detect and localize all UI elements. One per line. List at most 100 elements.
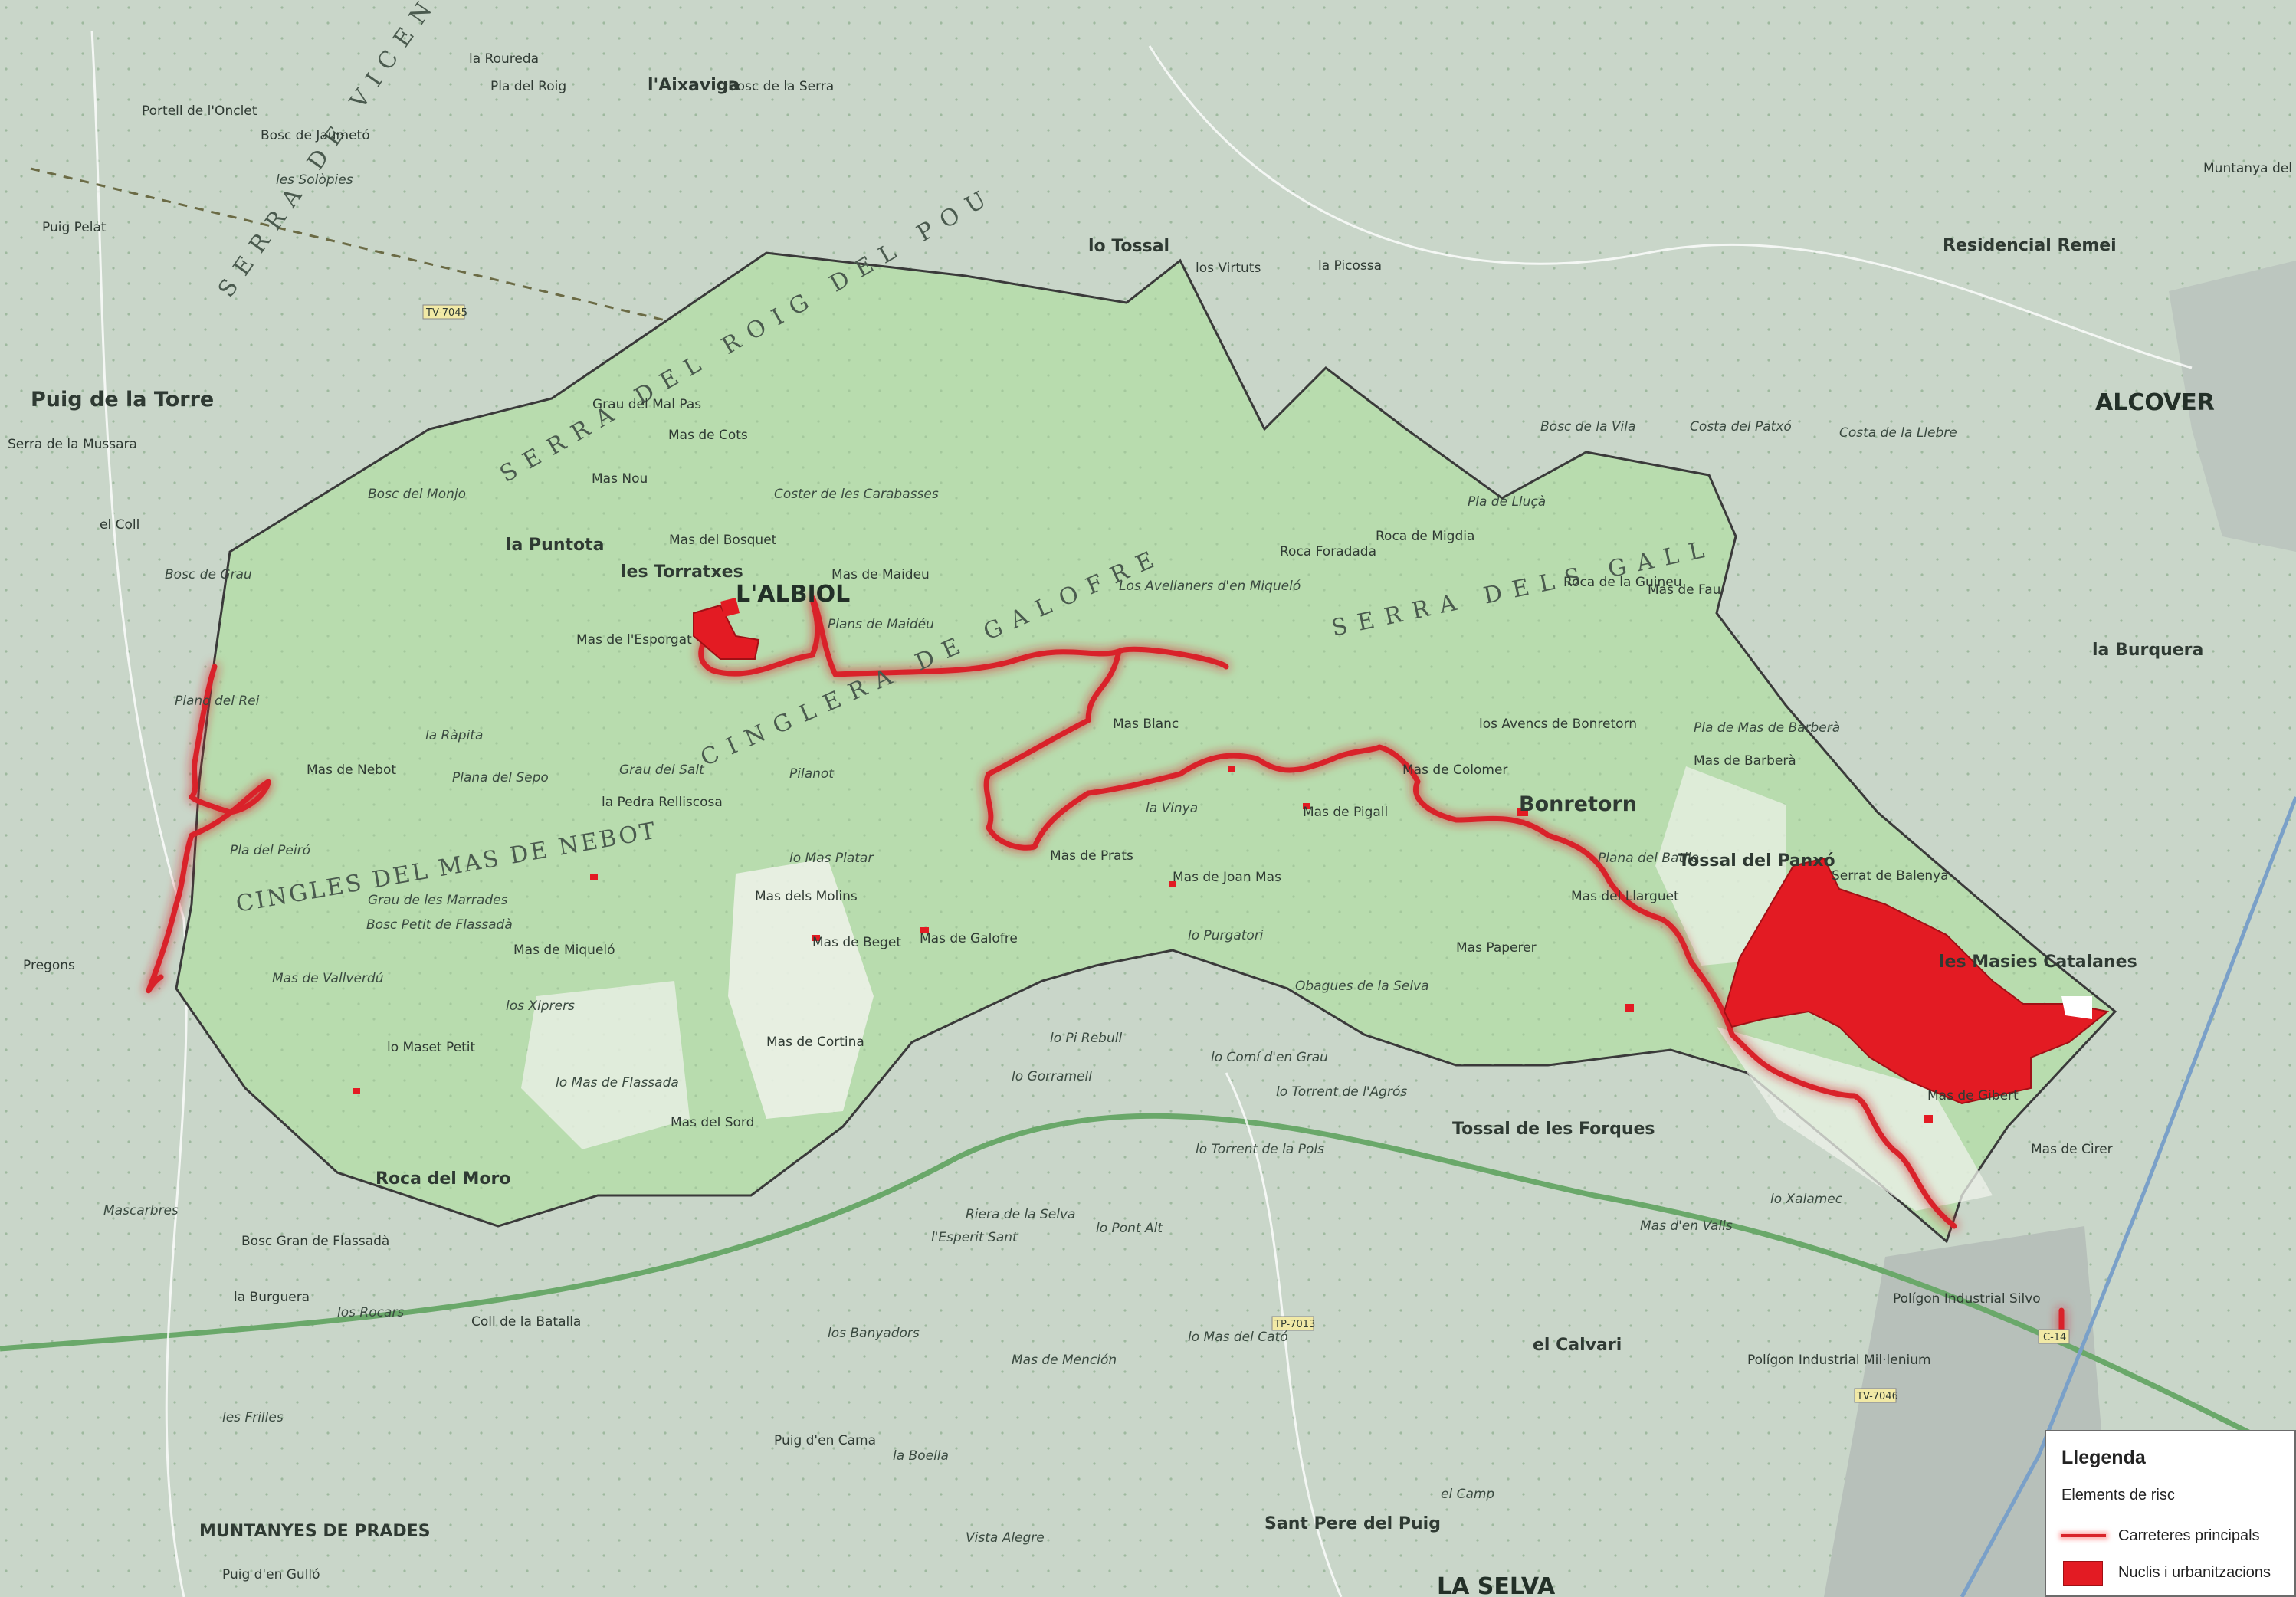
place-label-muntanyes-prades: MUNTANYES DE PRADES (199, 1522, 431, 1541)
place-label-puig-cama: Puig d'en Cama (774, 1433, 876, 1448)
place-label-pla-llucà: Pla de Lluçà (1468, 494, 1546, 510)
place-label-mas-nebot: Mas de Nebot (307, 762, 396, 778)
place-label-la-rapita: la Ràpita (425, 728, 483, 743)
place-label-bosc-grau: Bosc de Grau (165, 567, 252, 582)
place-label-pilanot: Pilanot (789, 766, 835, 782)
place-label-mas-cortina: Mas de Cortina (766, 1035, 864, 1050)
place-label-la-picossa: la Picossa (1318, 258, 1382, 274)
place-label-purgatori: lo Purgatori (1188, 928, 1264, 943)
urban-area-industrial (1824, 1226, 2115, 1597)
place-label-les-solopies: les Solòpies (276, 172, 353, 188)
place-label-mas-sord: Mas del Sord (671, 1115, 754, 1130)
town-label-bonretorn: Bonretorn (1519, 792, 1637, 816)
town-label-albiol: L'ALBIOL (736, 581, 850, 608)
place-label-el-camp: el Camp (1441, 1487, 1494, 1502)
road-shield (422, 304, 465, 320)
place-label-mas-bosquet: Mas del Bosquet (669, 533, 777, 548)
place-label-mas-llarguet: Mas del Llarguet (1571, 889, 1679, 904)
town-label-alcover: ALCOVER (2095, 389, 2215, 416)
small-nucleus (1625, 1004, 1634, 1012)
minor-road (90, 30, 188, 1597)
place-label-mas-galofre: Mas de Galofre (920, 931, 1018, 946)
place-label-xalamec: lo Xalamec (1770, 1192, 1843, 1207)
open-ground-patch (521, 981, 690, 1149)
place-label-mas-joan-mas: Mas de Joan Mas (1173, 870, 1281, 885)
place-label-vista-alegre: Vista Alegre (966, 1530, 1045, 1546)
legend-panel: Llegenda Elements de risc Carreteres pri… (2045, 1430, 2296, 1597)
place-label-tossal-forques: Tossal de les Forques (1452, 1120, 1655, 1139)
legend-item-label: Nuclis i urbanitzacions (2118, 1563, 2271, 1581)
road-labels: TV-7045 TP-7013 TV-7046 C-14 (422, 304, 2070, 1403)
place-label-la-roureda: la Roureda (469, 51, 539, 67)
red-box-icon (2061, 1561, 2106, 1586)
town-label-selva: LA SELVA (1437, 1573, 1556, 1597)
place-label-torratxes: les Torratxes (621, 562, 743, 582)
risk-road-masies (1729, 1031, 1957, 1229)
place-label-mas-cots: Mas de Cots (668, 428, 748, 443)
place-label-puig-gullo: Puig d'en Gulló (222, 1567, 320, 1582)
place-label-mas-nou: Mas Nou (592, 471, 648, 487)
place-label-mas-vallverdu: Mas de Vallverdú (272, 971, 384, 986)
place-label-muntanya-calvari: Muntanya del Calvari (2203, 161, 2296, 176)
road-shield (1854, 1388, 1897, 1403)
place-label-bosc-monjo: Bosc del Monjo (368, 487, 466, 502)
place-label-coll-batalla: Coll de la Batalla (471, 1314, 581, 1330)
risk-road-mas-blanc (983, 648, 1735, 1038)
nucleus-masies-catalanes (1723, 857, 2110, 1105)
place-label-mas-prats: Mas de Prats (1050, 848, 1133, 864)
place-label-pregons: Pregons (23, 958, 75, 973)
place-label-bosc-flassada: Bosc Gran de Flassadà (241, 1234, 389, 1249)
place-label-maset-petit: lo Maset Petit (387, 1040, 475, 1055)
small-nucleus (1303, 803, 1310, 809)
minor-road (1148, 45, 2193, 369)
road-shield (1271, 1316, 1314, 1331)
place-label-avencs: los Avencs de Bonretorn (1479, 717, 1637, 732)
place-label-roca-guineu: Roca de la Guineu (1563, 575, 1682, 590)
place-label-bosc-petit: Bosc Petit de Flassadà (366, 917, 513, 933)
place-label-comi-grau: lo Comí d'en Grau (1211, 1050, 1328, 1065)
place-label-obagues: Obagues de la Selva (1295, 979, 1429, 994)
place-label-sant-pere: Sant Pere del Puig (1264, 1514, 1441, 1533)
place-label-bosc-vila: Bosc de la Vila (1540, 419, 1635, 435)
place-label-pla-barbera: Pla de Mas de Barberà (1694, 720, 1840, 736)
place-label-la-burguera: la Burguera (234, 1290, 310, 1305)
place-label-mas-beget: Mas de Beget (812, 935, 901, 950)
nucleus-albiol-small (720, 598, 740, 617)
place-label-puig-torre: Puig de la Torre (31, 388, 214, 412)
place-label-mas-fau: Mas de Fau (1648, 582, 1720, 598)
place-label-mas-valls: Mas d'en Valls (1640, 1218, 1733, 1234)
place-label-los-rocars: los Rocars (337, 1305, 404, 1320)
place-label-grau-mal-pas: Grau del Mal Pas (592, 397, 701, 412)
place-label-pla-peiro: Pla del Peiró (230, 843, 310, 858)
place-label-mas-cirer: Mas de Cirer (2031, 1142, 2113, 1157)
place-label-la-punto: la Puntota (506, 536, 605, 555)
open-ground-patch (1717, 1027, 1993, 1211)
risk-road-albiol-maideu (698, 595, 1229, 677)
place-label-gorramell: lo Gorramell (1012, 1069, 1092, 1084)
place-label-riera-selva: Riera de la Selva (966, 1207, 1075, 1222)
place-label-mas-esporgat: Mas de l'Esporgat (576, 632, 692, 648)
place-label-el-calvari: el Calvari (1533, 1336, 1622, 1355)
place-label-los-banyadors: los Banyadors (828, 1326, 920, 1341)
place-label-mas-maideu: Mas de Maideu (831, 567, 930, 582)
place-label-costa-llebre: Costa de la Llebre (1839, 425, 1957, 441)
open-ground-patch (728, 858, 874, 1119)
small-nucleus (920, 927, 929, 933)
place-label-les-frilles: les Frilles (222, 1410, 284, 1425)
place-label-bosc-jaumeto: Bosc de Jaumetó (261, 128, 370, 143)
place-label-serrat-balenya: Serrat de Balenyà (1832, 868, 1949, 884)
dashed-boundary (30, 167, 736, 339)
place-label-costa-patxo: Costa del Patxó (1690, 419, 1792, 435)
place-label-pla-roig: Pla del Roig (490, 79, 566, 94)
place-label-poligon-silvo: Polígon Industrial Silvo (1893, 1291, 2041, 1307)
place-label-pont-alt: lo Pont Alt (1096, 1221, 1163, 1236)
urban-area-alcover (2169, 261, 2296, 552)
place-label-mas-cato: lo Mas del Cató (1188, 1330, 1288, 1345)
highway-line (0, 1113, 2296, 1459)
place-label-aixaviga: l'Aixaviga (648, 76, 740, 95)
legend-item-nuclei: Nuclis i urbanitzacions (2061, 1559, 2271, 1586)
place-label-plana-sepo: Plana del Sepo (452, 770, 549, 785)
small-nucleus (1169, 881, 1176, 887)
place-label-xiprers: los Xiprers (506, 999, 575, 1014)
